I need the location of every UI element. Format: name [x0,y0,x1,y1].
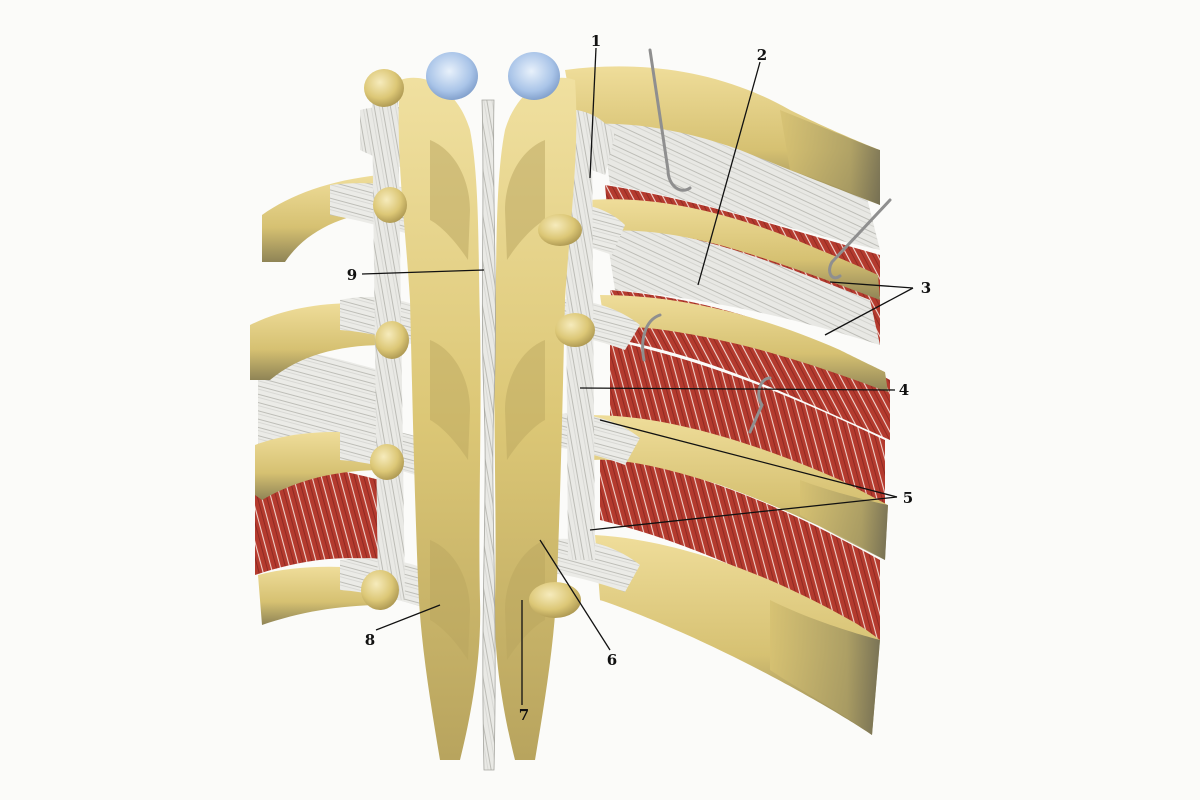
leader-4 [579,387,896,391]
left-articular-facet [426,52,478,100]
leader-5b [589,496,898,531]
dissection-probes [641,48,892,434]
callout-3: 3 [921,279,931,297]
leader-1 [589,47,597,179]
callout-4: 4 [899,381,909,399]
leader-lines [361,47,914,705]
callout-2: 2 [757,46,767,64]
callout-8: 8 [365,631,375,649]
leader-9 [361,269,485,275]
leader-8 [375,604,441,631]
right-ribs [565,66,888,735]
articular-cartilage [426,52,560,100]
leader-6 [539,539,611,651]
supraspinous-ligament [481,99,496,771]
callout-5: 5 [903,489,913,507]
callout-7: 7 [519,706,529,724]
leader-3b [824,287,914,336]
leader-2 [697,61,761,286]
right-articular-facet [508,52,560,100]
right-rib-tubercles [529,214,595,618]
callout-1: 1 [591,32,601,50]
leader-3a [829,281,914,289]
callout-numbers: 1 2 3 4 5 6 7 8 9 [347,32,931,724]
leader-5a [599,419,898,498]
callout-6: 6 [607,651,617,669]
left-transverse-processes [361,69,409,610]
callout-9: 9 [347,266,357,284]
